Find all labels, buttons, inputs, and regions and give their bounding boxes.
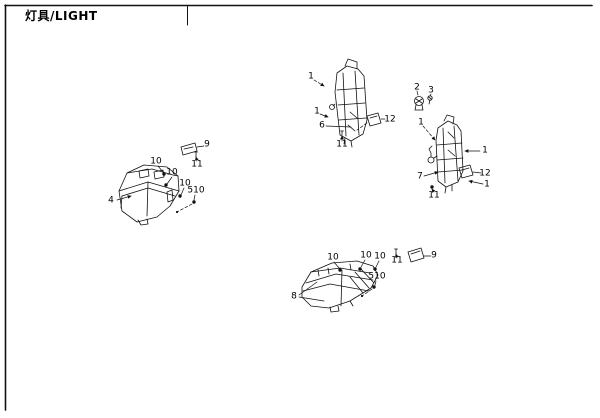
callout-part-11: 11 (428, 190, 440, 201)
headlight-drawing (298, 247, 432, 313)
screw-dot (178, 194, 182, 198)
callout-part-10: 10 (166, 167, 178, 178)
callout-part-1: 1 (418, 117, 424, 128)
callout-part-8: 8 (291, 291, 297, 302)
screw-glyph (194, 151, 198, 158)
screw-glyph (394, 248, 398, 255)
callout-part-12: 12 (479, 168, 491, 179)
bulb-socket (329, 104, 335, 110)
screw-dot (358, 267, 362, 271)
callout-part-3: 3 (428, 85, 434, 96)
leader-lines (313, 79, 386, 142)
screw-dot (372, 285, 376, 289)
bracket-plate (366, 112, 382, 127)
callout-part-6: 6 (319, 120, 325, 131)
reflector-plate (407, 247, 425, 263)
callout-part-2: 2 (414, 82, 420, 93)
sheet-frame (4, 4, 593, 411)
callout-part-11: 11 (336, 139, 348, 150)
screw-dot (164, 183, 168, 187)
callout-part-9: 9 (204, 139, 210, 150)
bracket-plate (458, 164, 474, 179)
callout-part-510: 510 (368, 271, 386, 282)
leader-lines (298, 253, 432, 302)
callout-part-10: 10 (374, 251, 386, 262)
callout-part-12: 12 (384, 114, 396, 125)
screw-dot (373, 267, 377, 271)
callout-part-4: 4 (108, 195, 114, 206)
bulb (414, 96, 424, 111)
callout-part-7: 7 (417, 171, 423, 182)
callout-part-1: 1 (484, 179, 490, 190)
tail-lamp-right-drawing (414, 90, 484, 194)
rear-lamp-left-drawing (116, 142, 205, 226)
screw-glyph (340, 130, 344, 136)
leader-lines (116, 145, 205, 214)
callout-part-11: 11 (191, 159, 203, 170)
callout-part-10: 10 (327, 252, 339, 263)
callout-part-1: 1 (314, 106, 320, 117)
screw-dot (162, 172, 166, 176)
callout-part-1: 1 (308, 71, 314, 82)
callout-part-10: 10 (179, 178, 191, 189)
callout-part-10: 10 (150, 156, 162, 167)
screw-dot (192, 200, 196, 204)
bulb-socket (427, 145, 438, 164)
screw-glyph (427, 95, 433, 105)
leader-lines (416, 90, 484, 193)
page-title: 灯具/LIGHT (25, 9, 98, 23)
reflector-plate (180, 142, 198, 156)
screw-dot (338, 268, 342, 272)
callout-part-9: 9 (431, 250, 437, 261)
screw-dot (430, 185, 434, 189)
callout-part-1: 1 (482, 145, 488, 156)
tail-lamp-middle-drawing (313, 58, 386, 148)
callout-part-510: 510 (187, 185, 205, 196)
callout-part-10: 10 (360, 250, 372, 261)
callout-part-11: 11 (391, 255, 403, 266)
